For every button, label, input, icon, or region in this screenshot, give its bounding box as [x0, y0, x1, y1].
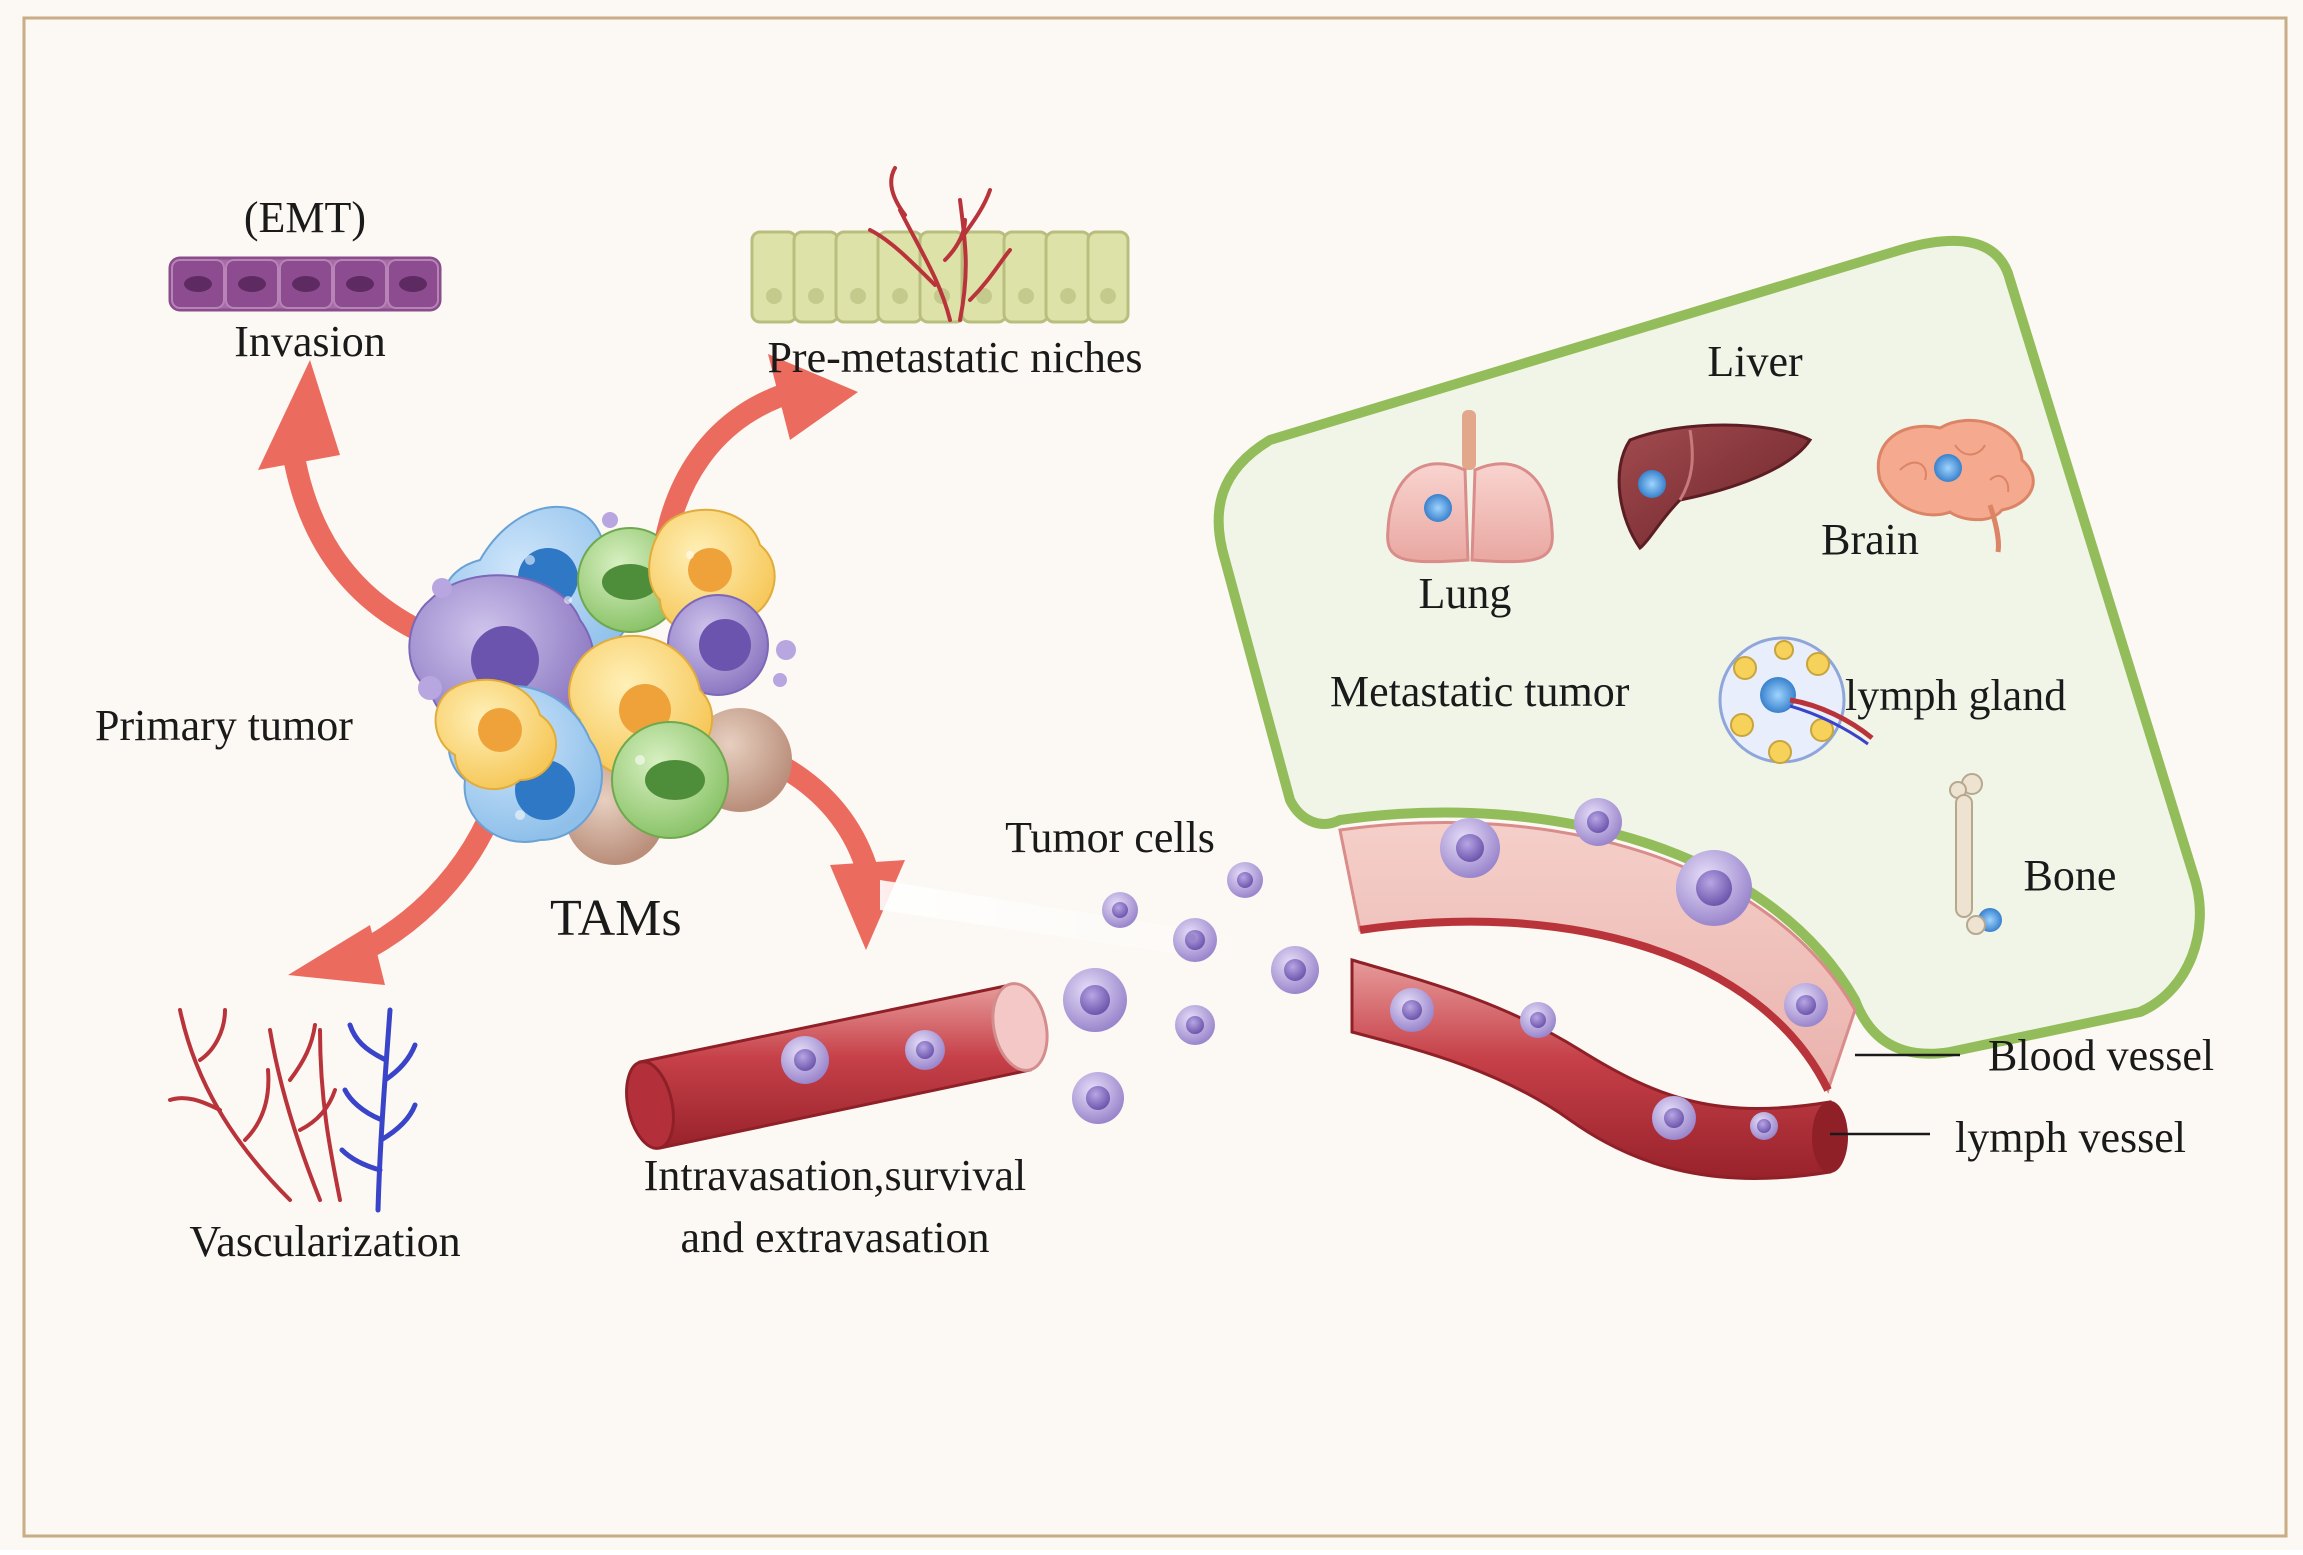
arrow-to-invasion — [279, 419, 451, 651]
emt-cell-row — [168, 256, 442, 312]
wavy-vessel — [1350, 957, 1848, 1180]
intravasation-label-line1: Intravasation,survival — [644, 1151, 1026, 1200]
pre-metastatic-label: Pre-metastatic niches — [767, 333, 1142, 382]
tumor-cell — [1175, 1005, 1215, 1045]
pre-metastatic-epithelium — [750, 166, 1130, 324]
liver-icon — [1617, 423, 1813, 551]
invasion-label: Invasion — [234, 317, 386, 366]
tumor-cell — [1271, 946, 1319, 994]
lymph-gland-icon — [1718, 636, 1874, 764]
intravasation-label-line2: and extravasation — [680, 1213, 989, 1262]
emt-label: (EMT) — [244, 193, 366, 242]
brain-label: Brain — [1821, 515, 1919, 564]
tumor-cells-label: Tumor cells — [1005, 813, 1215, 862]
tumor-cells-stream — [781, 862, 1319, 1124]
tumor-cell — [781, 1036, 829, 1084]
tumor-cell — [1188, 934, 1196, 942]
primary-tumor-cluster — [408, 505, 796, 865]
vascularization-vessels — [168, 1007, 418, 1213]
tumor-cell — [1063, 968, 1127, 1032]
tams-label: TAMs — [550, 890, 682, 947]
outer-frame — [22, 16, 2288, 1538]
tumor-cell — [1227, 862, 1263, 898]
tissue-tumor-cells — [1440, 798, 1828, 1027]
bone-label: Bone — [2024, 851, 2117, 900]
vascularization-label: Vascularization — [189, 1217, 460, 1266]
tumor-cell — [905, 1030, 945, 1070]
brain-icon — [1876, 418, 2035, 553]
bone-icon — [1949, 773, 2002, 935]
tumor-cell — [1102, 892, 1138, 928]
primary-tumor-label: Primary tumor — [95, 701, 353, 750]
liver-label: Liver — [1707, 337, 1803, 386]
blood-vessel-tube — [625, 982, 1049, 1150]
lung-label: Lung — [1419, 569, 1512, 618]
lymph-vessel-label: lymph vessel — [1955, 1113, 2186, 1162]
tumor-cell — [1072, 1072, 1124, 1124]
lymph-gland-label: lymph gland — [1845, 671, 2066, 720]
arrowhead-vascularization — [288, 925, 385, 985]
metastatic-tumor-label: Metastatic tumor — [1330, 667, 1630, 716]
lung-icon — [1386, 410, 1554, 564]
organ-panel: Lung Liver Brain — [1213, 235, 2205, 1094]
blood-vessel-label: Blood vessel — [1988, 1031, 2214, 1080]
niche-capillaries — [868, 166, 1012, 322]
arrowhead-invasion — [258, 360, 340, 470]
tissue-vessel-band — [1359, 917, 1832, 1092]
arrowhead-pre-metastatic — [768, 354, 858, 440]
